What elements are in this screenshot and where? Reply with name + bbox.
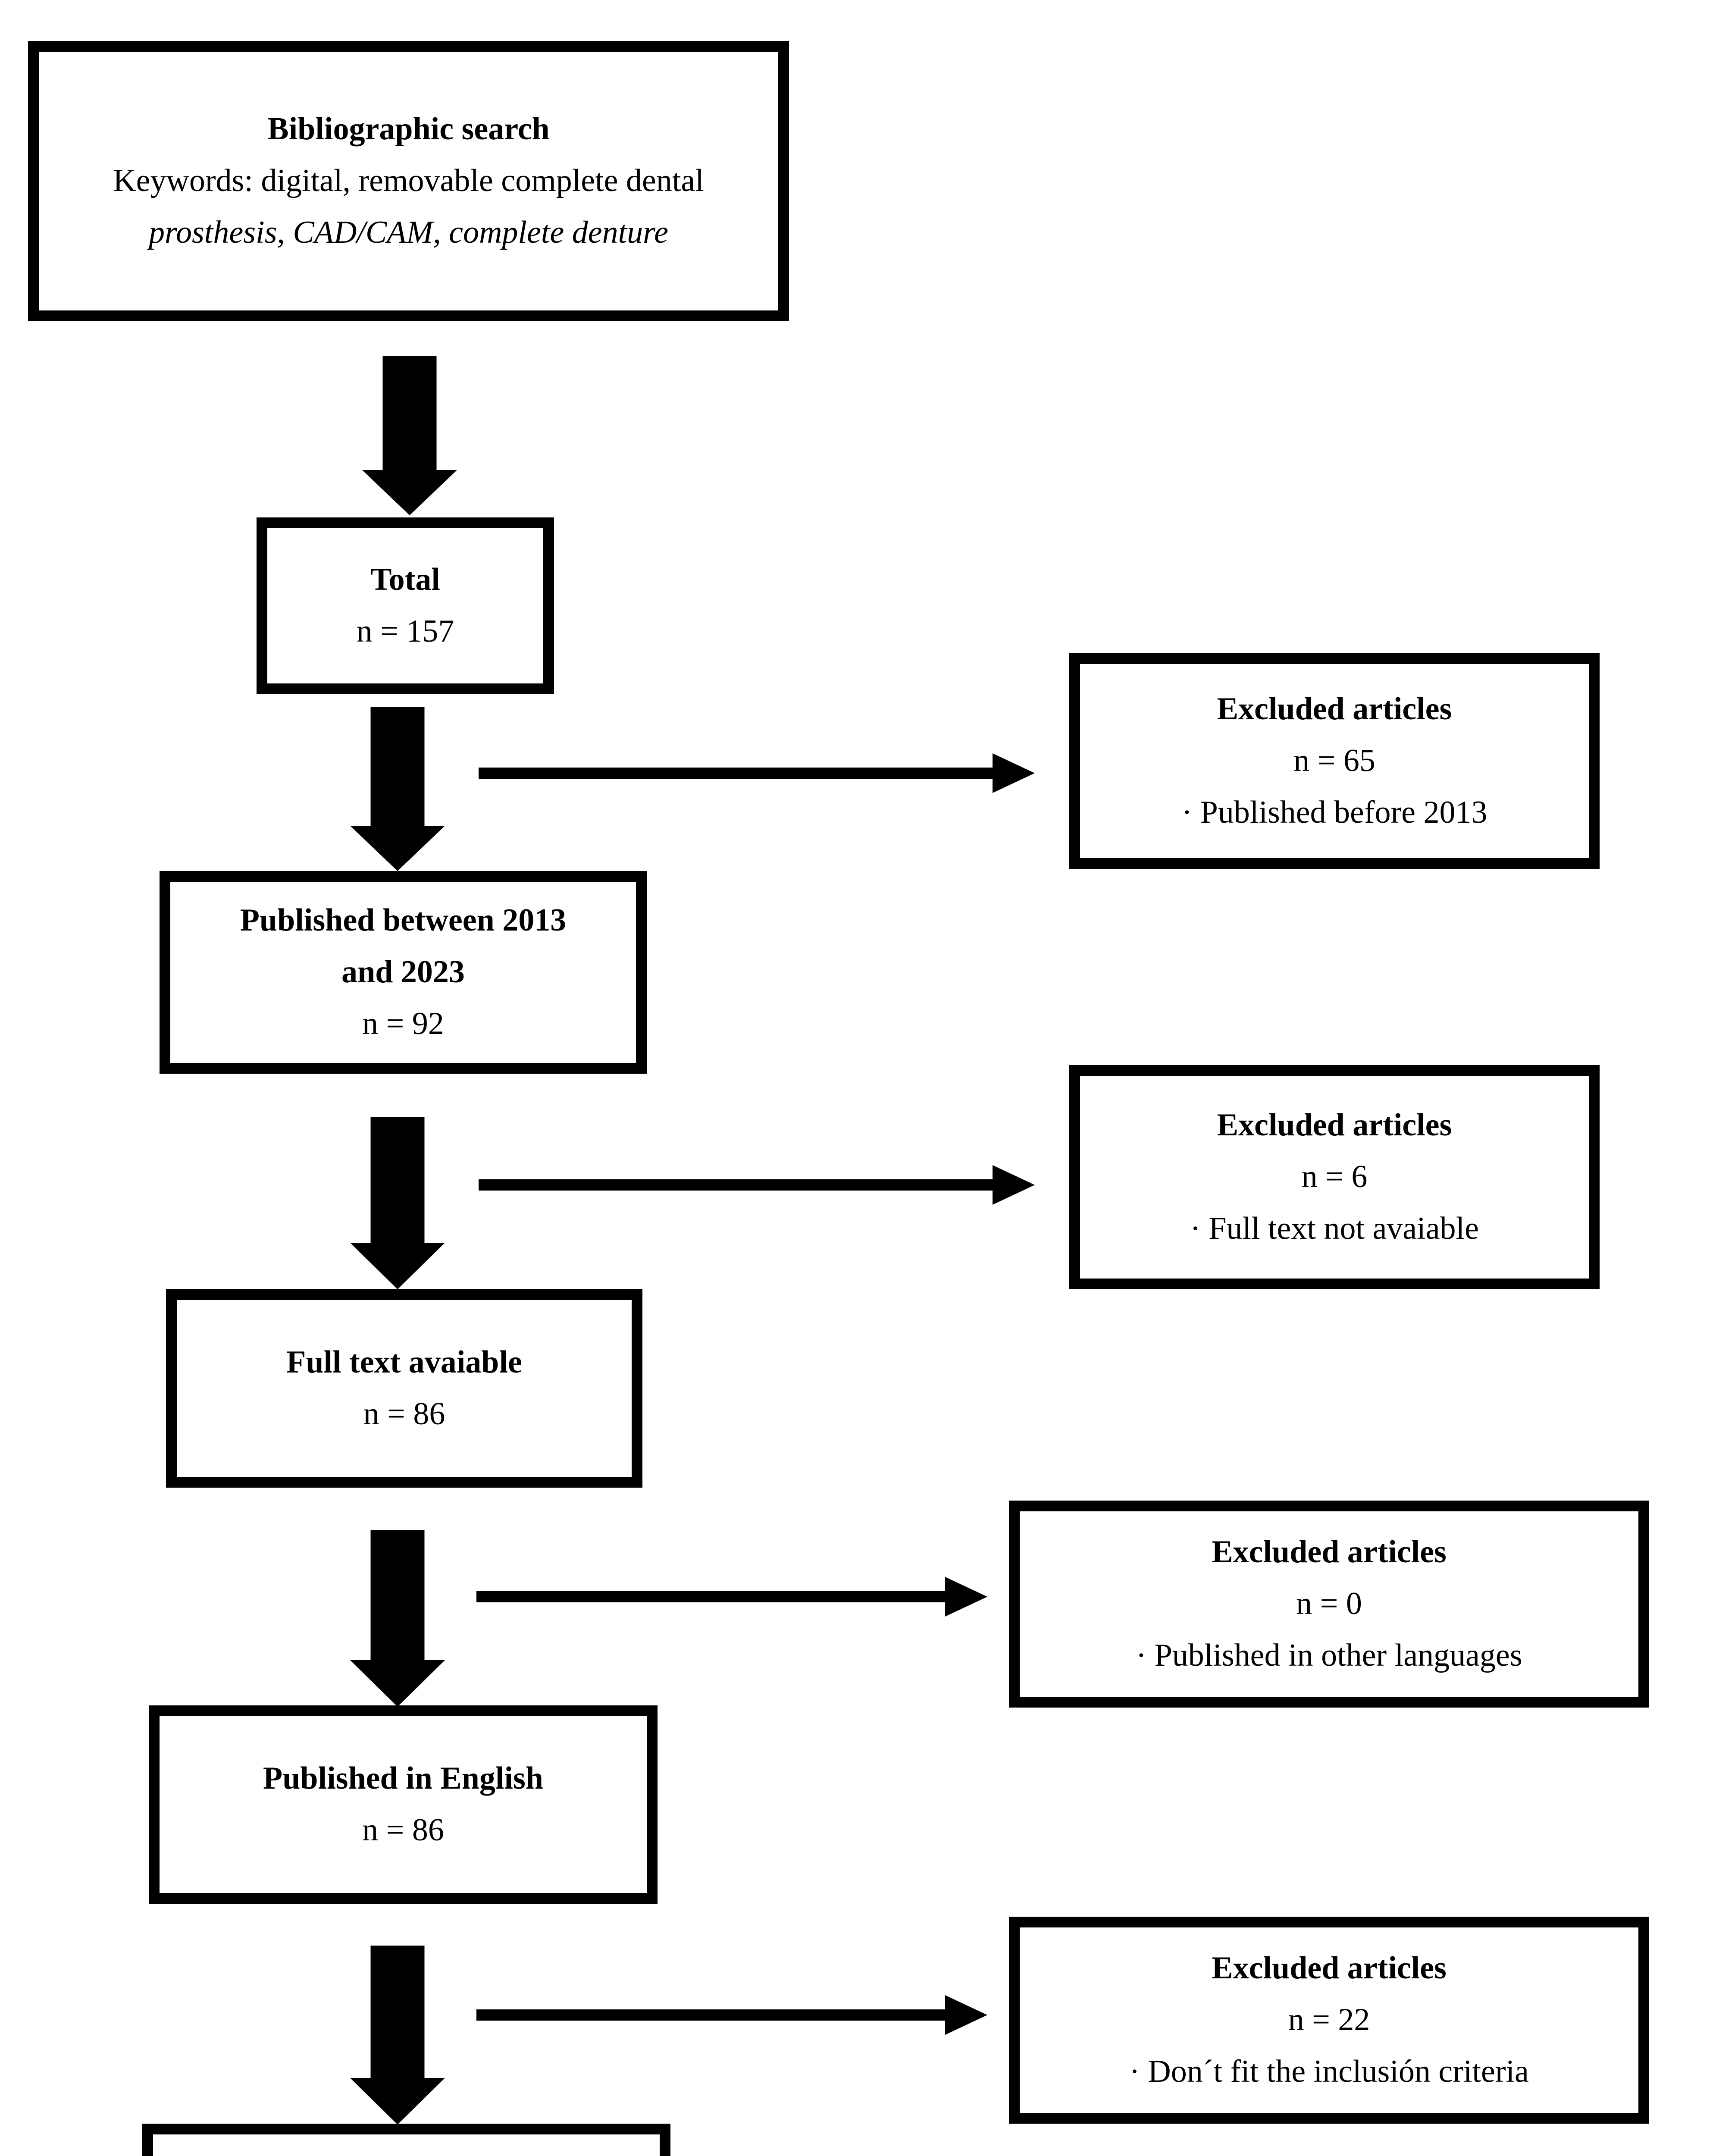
fulltext-count: n = 86 — [363, 1396, 445, 1432]
search-keywords-line-2: prosthesis, CAD/CAM, complete denture — [148, 214, 669, 250]
node-total: Total n = 157 — [257, 517, 554, 694]
arrow-right-head — [945, 1995, 987, 2035]
node-bibliographic-search: Bibliographic search Keywords: digital, … — [28, 41, 789, 321]
excluded-4-reason: · Don´t fit the inclusión criteria — [1129, 2053, 1529, 2089]
arrow-right-to-excluded-3 — [476, 1576, 987, 1617]
total-count: n = 157 — [356, 614, 454, 649]
keywords-value-1: digital, removable complete dental — [261, 163, 704, 199]
excluded-3-reason: · Published in other languages — [1136, 1637, 1522, 1673]
excluded-3-count: n = 0 — [1296, 1586, 1362, 1622]
arrow-right-to-excluded-4 — [476, 1994, 987, 2035]
arrow-right-to-excluded-1 — [479, 752, 1035, 793]
arrow-down-search-to-total — [362, 356, 457, 515]
arrow-down-shaft — [382, 356, 437, 476]
arrow-down-shaft — [370, 1117, 425, 1246]
node-published-between-years: Published between 2013 and 2023 n = 92 — [160, 871, 647, 1074]
node-excluded-articles-4: Excluded articles n = 22 · Don´t fit the… — [1009, 1917, 1649, 2124]
arrow-down-english-to-included — [350, 1946, 445, 2125]
arrow-right-head — [945, 1576, 987, 1617]
arrow-right-shaft — [476, 1591, 949, 1602]
arrow-down-head — [350, 826, 445, 871]
node-excluded-articles-2: Excluded articles n = 6 · Full text not … — [1069, 1065, 1600, 1289]
arrow-right-to-excluded-2 — [479, 1164, 1035, 1205]
years-heading-line-1: Published between 2013 — [240, 903, 567, 938]
arrow-down-fulltext-to-english — [350, 1530, 445, 1707]
excluded-2-count: n = 6 — [1301, 1159, 1368, 1195]
arrow-down-years-to-fulltext — [350, 1117, 445, 1289]
included-heading-line-1: Articles included in the — [153, 2152, 660, 2156]
excluded-4-heading: Excluded articles — [1212, 1950, 1447, 1986]
excluded-2-reason: · Full text not avaiable — [1190, 1210, 1479, 1246]
arrow-down-head — [350, 1243, 445, 1289]
arrow-right-head — [993, 1165, 1035, 1205]
arrow-down-shaft — [370, 1946, 425, 2078]
node-full-text-available: Full text avaiable n = 86 — [166, 1289, 642, 1488]
years-heading-line-2: and 2023 — [341, 954, 465, 990]
arrow-down-head — [350, 2078, 445, 2125]
english-heading: Published in English — [263, 1761, 543, 1796]
arrow-right-shaft — [479, 767, 996, 779]
node-excluded-articles-1: Excluded articles n = 65 · Published bef… — [1069, 653, 1600, 869]
arrow-down-shaft — [370, 707, 425, 831]
excluded-2-heading: Excluded articles — [1217, 1107, 1452, 1143]
keywords-label: Keywords: — [113, 163, 261, 199]
excluded-1-heading: Excluded articles — [1217, 691, 1452, 727]
arrow-down-total-to-years — [350, 707, 445, 871]
search-heading: Bibliographic search — [267, 111, 550, 147]
search-keywords-line-1: Keywords: digital, removable complete de… — [65, 155, 752, 207]
excluded-4-count: n = 22 — [1288, 2002, 1370, 2038]
total-heading: Total — [370, 562, 440, 598]
node-articles-included: Articles included in the literature revi… — [142, 2124, 670, 2156]
arrow-down-head — [362, 470, 457, 515]
arrow-right-shaft — [479, 1179, 996, 1191]
node-excluded-articles-3: Excluded articles n = 0 · Published in o… — [1009, 1501, 1649, 1708]
arrow-down-head — [350, 1660, 445, 1707]
english-count: n = 86 — [362, 1812, 444, 1848]
fulltext-heading: Full text avaiable — [286, 1344, 522, 1380]
years-count: n = 92 — [362, 1006, 444, 1041]
arrow-right-shaft — [476, 2009, 949, 2021]
arrow-right-head — [993, 753, 1035, 793]
excluded-1-count: n = 65 — [1293, 743, 1375, 779]
excluded-1-reason: · Published before 2013 — [1181, 794, 1488, 830]
excluded-3-heading: Excluded articles — [1212, 1534, 1447, 1570]
node-published-in-english: Published in English n = 86 — [149, 1705, 658, 1904]
arrow-down-shaft — [370, 1530, 425, 1661]
